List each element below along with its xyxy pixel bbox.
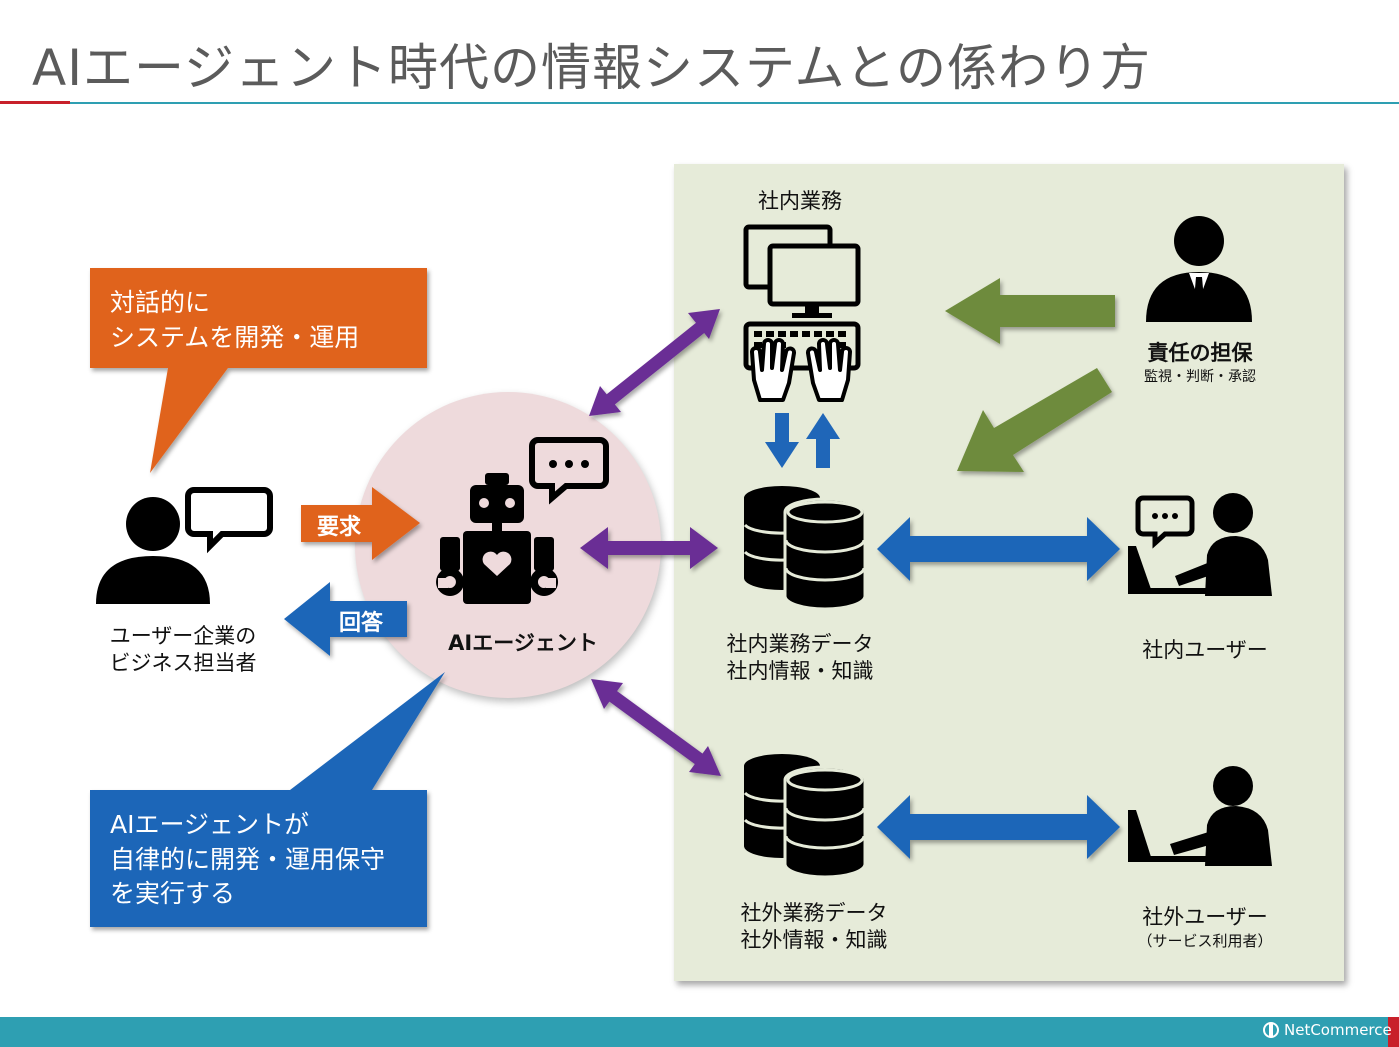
responsibility-sub-label: 監視・判断・承認	[1144, 369, 1256, 385]
blue-callout-line-2: 自律的に開発・運用保守	[110, 844, 386, 874]
green-arrow-top	[945, 278, 1115, 344]
ai-agent-label: AIエージェント	[448, 631, 598, 655]
blue-callout-text: AIエージェントが 自律的に開発・運用保守 を実行する	[110, 808, 385, 912]
blue-callout-line-3: を実行する	[110, 879, 236, 908]
footer-bar	[0, 1017, 1388, 1047]
request-label: 要求	[316, 515, 361, 540]
blue-arrow-down	[765, 413, 799, 468]
responsibility-label: 責任の担保	[1147, 341, 1253, 365]
business-user-icon	[96, 497, 210, 604]
robot-icon	[436, 473, 559, 604]
internal-data-label-line-2: 社内情報・知識	[726, 659, 874, 684]
orange-callout-line-2: システムを開発・運用	[110, 322, 360, 352]
request-arrow	[301, 487, 420, 560]
internal-data-label-line-1: 社内業務データ	[726, 632, 874, 656]
business-user-label: ユーザー企業の ビジネス担当者	[90, 623, 276, 678]
blue-callout	[90, 672, 445, 927]
orange-callout-line-1: 対話的に	[110, 288, 211, 317]
orange-callout	[90, 268, 427, 473]
footer-logo: NetCommerce	[1262, 1021, 1392, 1039]
purple-arrow-mid	[580, 527, 718, 569]
blue-arrow-internal-user	[877, 517, 1120, 581]
page-title: AIエージェント時代の情報システムとの係わり方	[32, 39, 1151, 97]
internal-data-label: 社内業務データ 社内情報・知識	[705, 631, 895, 686]
title-rule	[70, 102, 1399, 104]
internal-user-label: 社内ユーザー	[1142, 638, 1268, 662]
purple-arrow-top	[589, 309, 720, 416]
business-user-label-line-1: ユーザー企業の	[109, 624, 257, 648]
external-data-label: 社外業務データ 社外情報・知識	[719, 900, 909, 955]
manager-icon	[1146, 216, 1252, 322]
hands-icon	[750, 338, 852, 402]
business-user-label-line-2: ビジネス担当者	[109, 651, 257, 676]
title-rule-accent	[0, 101, 70, 104]
internal-work-label: 社内業務	[758, 189, 842, 213]
external-database-icon	[743, 754, 867, 879]
external-data-label-line-2: 社外情報・知識	[740, 928, 888, 953]
chat-bubble-icon	[529, 437, 609, 505]
netcommerce-logo-icon	[1263, 1022, 1279, 1038]
blue-arrow-external-user	[877, 795, 1120, 859]
orange-callout-text: 対話的に システムを開発・運用	[110, 286, 359, 355]
answer-label: 回答	[338, 611, 383, 636]
purple-arrow-bottom	[591, 679, 721, 776]
internal-user-icon	[1128, 493, 1272, 596]
blue-callout-line-1: AIエージェントが	[110, 810, 309, 839]
internal-database-icon	[743, 486, 867, 611]
speech-bubble-icon	[185, 487, 273, 554]
footer-brand: NetCommerce	[1284, 1021, 1392, 1039]
external-data-label-line-1: 社外業務データ	[740, 901, 888, 925]
green-arrow-diagonal	[957, 368, 1112, 472]
external-user-sub-label: （サービス利用者）	[1137, 932, 1273, 950]
monitors-icon	[743, 224, 861, 318]
blue-arrow-up	[806, 413, 840, 468]
answer-arrow	[284, 582, 407, 656]
footer-accent	[1388, 1017, 1399, 1047]
external-user-label: 社外ユーザー	[1142, 905, 1268, 929]
external-user-icon	[1128, 766, 1272, 866]
